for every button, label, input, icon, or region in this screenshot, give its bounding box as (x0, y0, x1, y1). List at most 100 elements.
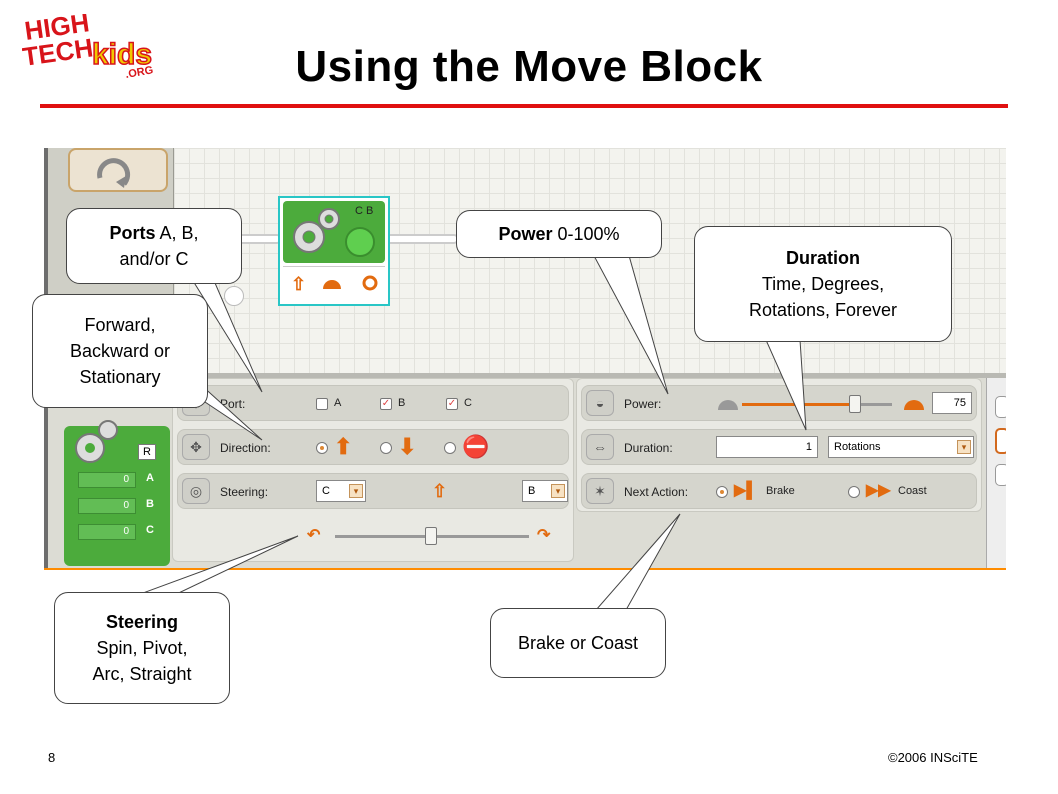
duration-unit-value: Rotations (834, 441, 881, 453)
controller-button[interactable] (995, 428, 1006, 454)
port-a-checkbox[interactable] (316, 398, 328, 410)
chevron-down-icon: ▾ (551, 484, 565, 498)
direction-icon: ✥ (182, 434, 210, 460)
steering-left-port-select[interactable]: C▾ (316, 480, 366, 502)
power-row: ◒ Power: (581, 385, 977, 421)
power-slider-track[interactable] (742, 395, 892, 413)
title-underline (40, 104, 1008, 108)
steering-row: ◎ Steering: C▾ ⇧ B▾ (177, 473, 569, 509)
coast-label: Coast (898, 485, 927, 497)
direction-row-label: Direction: (220, 441, 271, 455)
port-c-option: C (464, 397, 472, 409)
steering-callout: Steering Spin, Pivot, Arc, Straight (54, 592, 230, 704)
steering-wheel-icon: ◎ (182, 478, 210, 504)
loop-icon (97, 158, 131, 188)
port-b-value: 0 (78, 498, 136, 514)
power-slider-thumb[interactable] (848, 395, 861, 413)
next-action-callout: Brake or Coast (490, 608, 666, 678)
coast-radio[interactable] (848, 486, 860, 498)
steering-callout-title: Steering (105, 612, 179, 632)
brake-radio[interactable] (716, 486, 728, 498)
power-slider-fill (742, 403, 855, 406)
reset-button[interactable]: R (138, 444, 156, 460)
right-settings-panel: ◒ Power: ⇔ Duration: Rotations▾ ✶ Next A… (576, 378, 982, 512)
stop-icon: ⛔ (462, 434, 490, 459)
fast-speed-icon (904, 400, 924, 410)
power-callout-title: Power (498, 224, 553, 244)
turn-left-icon: ↶ (307, 527, 321, 544)
power-callout-text: 0-100% (552, 224, 620, 244)
duration-unit-select[interactable]: Rotations ▾ (828, 436, 974, 458)
direction-backward-radio[interactable] (380, 442, 392, 454)
port-row: ⚙ Port: A ✓ B ✓ C (177, 385, 569, 421)
power-row-label: Power: (624, 397, 662, 411)
speedometer-icon: ◒ (586, 390, 614, 416)
duration-value-field[interactable] (716, 436, 818, 458)
ports-callout-line2: and/or C (119, 249, 189, 269)
steering-right-port-value: B (528, 485, 536, 497)
direction-stop-radio[interactable] (444, 442, 456, 454)
direction-callout-line1: Forward, (84, 315, 156, 335)
port-a-option: A (334, 397, 342, 409)
sequence-connector (224, 286, 244, 306)
steering-row-label: Steering: (220, 485, 269, 499)
steering-straight-icon: ⇧ (432, 481, 448, 501)
left-settings-panel: ⚙ Port: A ✓ B ✓ C ✥ Direction: ⬆ ⬇ ⛔ ◎ (172, 378, 574, 562)
ports-callout-title: Ports (109, 223, 156, 243)
chevron-down-icon: ▾ (957, 440, 971, 454)
direction-callout-line2: Backward or (69, 341, 171, 361)
block-ports-label: C B (355, 205, 374, 217)
steering-slider[interactable]: ↶ ↷ (307, 523, 557, 553)
controller-button[interactable] (995, 464, 1006, 486)
beam-right (379, 234, 459, 244)
move-block-settings-strip: ⇧ (283, 266, 385, 302)
port-a-value: 0 (78, 472, 136, 488)
gears-icon (293, 208, 340, 253)
gears-icon (75, 420, 118, 463)
coast-icon: ▶▶ (866, 482, 891, 499)
duration-callout: Duration Time, Degrees, Rotations, Forev… (694, 226, 952, 342)
ports-callout-text: A, B, (155, 223, 199, 243)
copyright-notice: ©2006 INSciTE (888, 750, 978, 765)
power-value-field[interactable] (932, 392, 972, 414)
port-b-checkbox[interactable]: ✓ (380, 398, 392, 410)
steering-callout-line3: Arc, Straight (92, 664, 192, 684)
brake-icon: ▶▌ (734, 482, 758, 499)
ports-callout: Ports A, B, and/or C (66, 208, 242, 284)
steering-right-port-select[interactable]: B▾ (522, 480, 568, 502)
turn-right-icon: ↷ (537, 527, 551, 544)
svg-text:kids: kids (92, 38, 152, 71)
next-action-icon: ✶ (586, 478, 614, 504)
direction-row: ✥ Direction: ⬆ ⬇ ⛔ (177, 429, 569, 465)
duration-callout-title: Duration (786, 248, 860, 268)
port-b-label: B (146, 498, 154, 510)
port-b-option: B (398, 397, 406, 409)
direction-callout-line3: Stationary (79, 367, 161, 387)
move-block[interactable]: C B ⇧ (278, 196, 390, 306)
duration-callout-line3: Rotations, Forever (748, 300, 898, 320)
arrow-down-icon: ⬇ (398, 434, 417, 459)
arrow-up-icon: ⬆ (334, 434, 353, 459)
move-block-body: C B (283, 201, 385, 263)
chevron-down-icon: ▾ (349, 484, 363, 498)
next-action-callout-text: Brake or Coast (517, 633, 639, 653)
controller-button[interactable] (995, 396, 1006, 418)
steering-slider-thumb[interactable] (425, 527, 437, 545)
high-tech-kids-logo: HIGH TECH kids .ORG (21, 7, 172, 84)
page-number: 8 (48, 750, 56, 765)
next-action-row-label: Next Action: (624, 485, 689, 499)
duration-row-label: Duration: (624, 441, 673, 455)
port-c-label: C (146, 524, 154, 536)
rotation-icon (362, 275, 378, 291)
duration-callout-line2: Time, Degrees, (761, 274, 885, 294)
loop-block-button[interactable] (68, 148, 168, 192)
direction-up-icon: ⇧ (291, 274, 307, 294)
slow-turtle-icon (718, 400, 738, 410)
controller-panel-edge (986, 378, 1006, 568)
direction-forward-radio[interactable] (316, 442, 328, 454)
svg-text:.ORG: .ORG (124, 64, 154, 81)
port-c-checkbox[interactable]: ✓ (446, 398, 458, 410)
duration-row: ⇔ Duration: Rotations▾ (581, 429, 977, 465)
port-view-panel: R 0 A 0 B 0 C (64, 420, 170, 566)
port-row-label: Port: (220, 397, 246, 411)
